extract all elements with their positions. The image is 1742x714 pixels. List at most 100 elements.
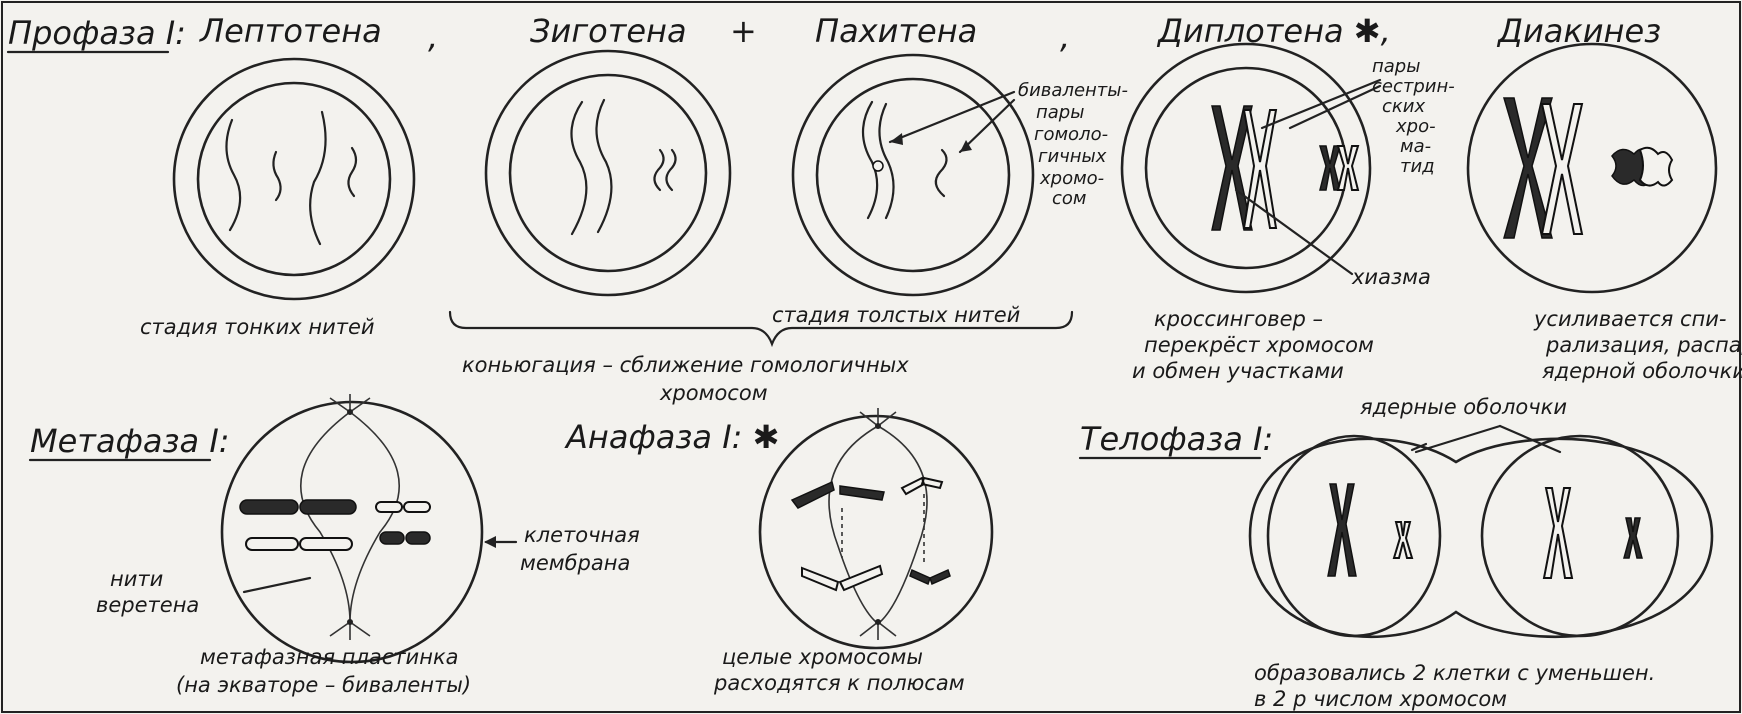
bivalent <box>300 538 352 550</box>
chromosome-homolog <box>571 102 586 234</box>
caption-crossing-2: перекрёст хромосом <box>1144 333 1374 357</box>
chiasma-label: хиазма <box>1351 265 1431 289</box>
chromosome <box>1624 518 1642 558</box>
bivalents-line-4: гичных <box>1038 146 1107 167</box>
nuclear-envelope <box>817 79 1009 271</box>
chromosome-small <box>1338 146 1358 190</box>
bivalent <box>406 532 430 544</box>
caption-spiral-3: ядерной оболочки <box>1542 359 1742 383</box>
caption-crossing-3: и обмен участками <box>1132 359 1344 383</box>
caption-thick-threads: стадия толстых нитей <box>772 303 1020 327</box>
metaphase-caption-2: (на экваторе – биваленты) <box>176 673 471 697</box>
arrowhead <box>890 133 903 145</box>
cell-membrane <box>174 59 414 299</box>
membrane-line-2: мембрана <box>520 551 630 575</box>
pointer-arrow <box>244 578 310 592</box>
cell-leptotene <box>174 59 414 299</box>
daughter-nucleus-left <box>1268 436 1440 636</box>
cell-membrane <box>793 55 1033 295</box>
sister-line-1: пары <box>1372 56 1420 77</box>
chromosome-homolog <box>596 100 611 232</box>
centromere <box>873 161 883 171</box>
chromosome <box>792 482 884 508</box>
cell-diakinesis <box>1468 44 1716 292</box>
spindle-fiber <box>350 412 399 622</box>
plus-sign: + <box>730 12 757 50</box>
daughter-nucleus-right <box>1482 436 1678 636</box>
bivalent <box>300 500 356 514</box>
cell-membrane <box>486 51 730 295</box>
telophase-title: Телофаза I: <box>1080 420 1273 458</box>
anaphase-title: Анафаза I: ✱ <box>564 418 779 456</box>
chromosome <box>1328 484 1356 576</box>
telophase-caption-2: в 2 р числом хромосом <box>1254 687 1507 711</box>
cell-diplotene <box>1122 44 1380 292</box>
chromosome-small <box>1640 148 1672 186</box>
pointer-arrow <box>1262 80 1380 128</box>
sister-line-3: ских <box>1382 96 1425 117</box>
bivalent <box>404 502 430 512</box>
bivalent <box>246 538 298 550</box>
anaphase-caption-2: расходятся к полюсам <box>713 671 965 695</box>
bivalent <box>240 500 298 514</box>
chromatin-thread <box>273 152 280 200</box>
bivalents-line-2: пары <box>1036 102 1084 123</box>
nuclear-envelope <box>510 75 706 271</box>
sister-line-2: сестрин- <box>1372 76 1455 97</box>
zygotene-label: Зиготена <box>530 12 687 50</box>
bivalents-line-1: биваленты- <box>1018 80 1128 101</box>
chromosome <box>1394 522 1412 558</box>
separation-track <box>842 494 924 566</box>
caption-thin-threads: стадия тонких нитей <box>140 315 375 339</box>
caption-spiral-2: рализация, распад <box>1545 333 1742 357</box>
chromosome <box>802 566 882 590</box>
chromosome-tetrad <box>1542 104 1582 234</box>
caption-crossing-1: кроссинговер – <box>1154 307 1323 331</box>
leptotene-label: Лептотена <box>199 12 382 50</box>
centriole <box>875 423 881 429</box>
chromatin-thread <box>226 120 240 230</box>
cell-membrane <box>760 416 992 648</box>
pointer-arrow <box>1236 190 1352 274</box>
arrowhead <box>484 536 496 548</box>
diplotene-label: Диплотена ✱, <box>1156 12 1391 50</box>
spindle-line-1: нити <box>110 567 163 591</box>
pachytene-label: Пахитена <box>815 12 977 50</box>
nuclear-envelope <box>1146 68 1346 268</box>
chromosome-tetrad <box>1244 110 1276 228</box>
bivalent <box>863 102 877 218</box>
spindle-fiber <box>301 412 350 622</box>
metaphase-title: Метафаза I: <box>30 422 230 460</box>
bivalents-line-5: хромо- <box>1039 168 1104 189</box>
cell-anaphase <box>760 408 992 648</box>
bivalent <box>376 502 402 512</box>
anaphase-caption-1: целые хромосомы <box>722 645 923 669</box>
chromosome-homolog <box>666 150 675 190</box>
chromatin-thread <box>348 148 356 196</box>
chromosome <box>902 478 942 494</box>
caption-conjugation-2: хромосом <box>659 381 768 405</box>
nuclear-envelope <box>198 83 390 275</box>
comma-1: , <box>428 18 438 56</box>
bivalent <box>380 532 404 544</box>
bivalents-line-3: гомоло- <box>1034 124 1108 145</box>
bivalents-line-6: сом <box>1052 188 1087 209</box>
cell-zygotene <box>486 51 730 295</box>
chromosome-small <box>1320 146 1340 190</box>
bivalent <box>936 150 947 196</box>
prophase-title: Профаза I: <box>8 14 186 52</box>
spindle-fiber <box>878 426 927 622</box>
chromatin-thread <box>310 112 325 244</box>
spindle-line-2: веретена <box>96 593 199 617</box>
centriole <box>347 619 353 625</box>
cell-membrane <box>1468 44 1716 292</box>
envelopes-label: ядерные оболочки <box>1360 395 1567 419</box>
cell-metaphase <box>222 394 516 662</box>
caption-spiral-1: усиливается спи- <box>1533 307 1726 331</box>
centriole <box>347 409 353 415</box>
spindle-fiber <box>829 426 878 622</box>
chromosome <box>910 570 950 584</box>
membrane-line-1: клеточная <box>524 523 640 547</box>
